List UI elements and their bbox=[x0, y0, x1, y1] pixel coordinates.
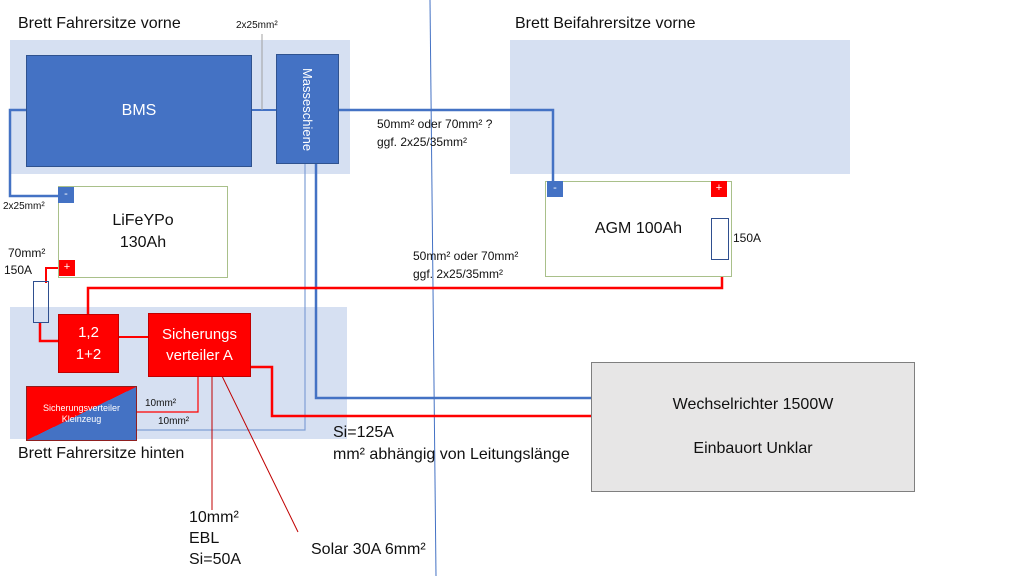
bms-box: BMS bbox=[26, 55, 252, 167]
cable-left-label: 2x25mm² bbox=[3, 201, 45, 212]
inverter-box: Wechselrichter 1500W Einbauort Unklar bbox=[591, 362, 915, 492]
small-10mm-label-2: 10mm² bbox=[158, 416, 190, 427]
fuse-left-150a bbox=[33, 281, 49, 323]
fuse-left-label: 150A bbox=[4, 263, 33, 277]
small-fuse-distributor-label: Sicherungsverteiler Kleinzeug bbox=[42, 402, 121, 424]
cable-top-label: 2x25mm² bbox=[236, 20, 278, 31]
inverter-title: Wechselrichter 1500W bbox=[672, 396, 834, 413]
upper-cable-line2: ggf. 2x25/35mm² bbox=[377, 135, 468, 149]
solar-label: Solar 30A 6mm² bbox=[311, 541, 426, 558]
panel-front-driver-title: Brett Fahrersitze vorne bbox=[18, 15, 181, 32]
wire-masseschiene-to-small bbox=[136, 162, 306, 431]
lifepo-positive-terminal: + bbox=[59, 260, 75, 276]
fuse-distributor-label: Sicherungs verteiler A bbox=[161, 326, 238, 364]
si-125-label: Si=125A bbox=[333, 424, 394, 441]
wire-distributor-to-inverter bbox=[250, 365, 601, 418]
wire-masseschiene-to-agm bbox=[338, 108, 555, 182]
agm-battery: AGM 100Ah bbox=[545, 181, 732, 277]
panel-front-passenger bbox=[510, 40, 850, 174]
battery-switch: 1,2 1+2 bbox=[58, 314, 119, 373]
panel-front-passenger-title: Brett Beifahrersitze vorne bbox=[515, 15, 696, 32]
masseschiene-box: Masseschiene bbox=[276, 54, 339, 164]
small-10mm-label-1: 10mm² bbox=[145, 398, 177, 409]
mm-depends-label: mm² abhängig von Leitungslänge bbox=[333, 446, 570, 463]
fuse-right-150a bbox=[711, 218, 729, 260]
wire-distributor-to-small bbox=[136, 376, 199, 413]
fuse-right-label: 150A bbox=[733, 231, 762, 245]
wire-bms-to-lifepo bbox=[8, 108, 58, 198]
bms-label: BMS bbox=[121, 102, 157, 119]
agm-positive-terminal: + bbox=[711, 181, 727, 197]
lifepo-label: LiFeYPo 130Ah bbox=[112, 212, 174, 251]
upper-cable-line1: 50mm² oder 70mm² ? bbox=[377, 117, 493, 131]
agm-label: AGM 100Ah bbox=[594, 220, 683, 237]
small-fuse-distributor: Sicherungsverteiler Kleinzeug bbox=[26, 386, 137, 441]
lifepo-battery: LiFeYPo 130Ah bbox=[58, 186, 228, 278]
ebl-label: 10mm² EBL Si=50A bbox=[189, 509, 242, 568]
mid-cable-line1: 50mm² oder 70mm² bbox=[413, 249, 519, 263]
agm-negative-terminal: - bbox=[547, 181, 563, 197]
wire-masseschiene-to-inverter bbox=[314, 162, 601, 400]
inverter-location: Einbauort Unklar bbox=[693, 440, 813, 457]
battery-switch-label: 1,2 1+2 bbox=[75, 323, 102, 363]
fuse-distributor-a: Sicherungs verteiler A bbox=[148, 313, 251, 377]
lifepo-negative-terminal: - bbox=[58, 187, 74, 203]
panel-rear-driver-title: Brett Fahrersitze hinten bbox=[18, 445, 185, 462]
cable-70-label: 70mm² bbox=[8, 246, 46, 260]
wire-solar bbox=[221, 375, 299, 533]
masseschiene-label: Masseschiene bbox=[300, 67, 316, 151]
mid-cable-line2: ggf. 2x25/35mm² bbox=[413, 267, 504, 281]
wire-fuse-to-switch bbox=[38, 322, 60, 343]
